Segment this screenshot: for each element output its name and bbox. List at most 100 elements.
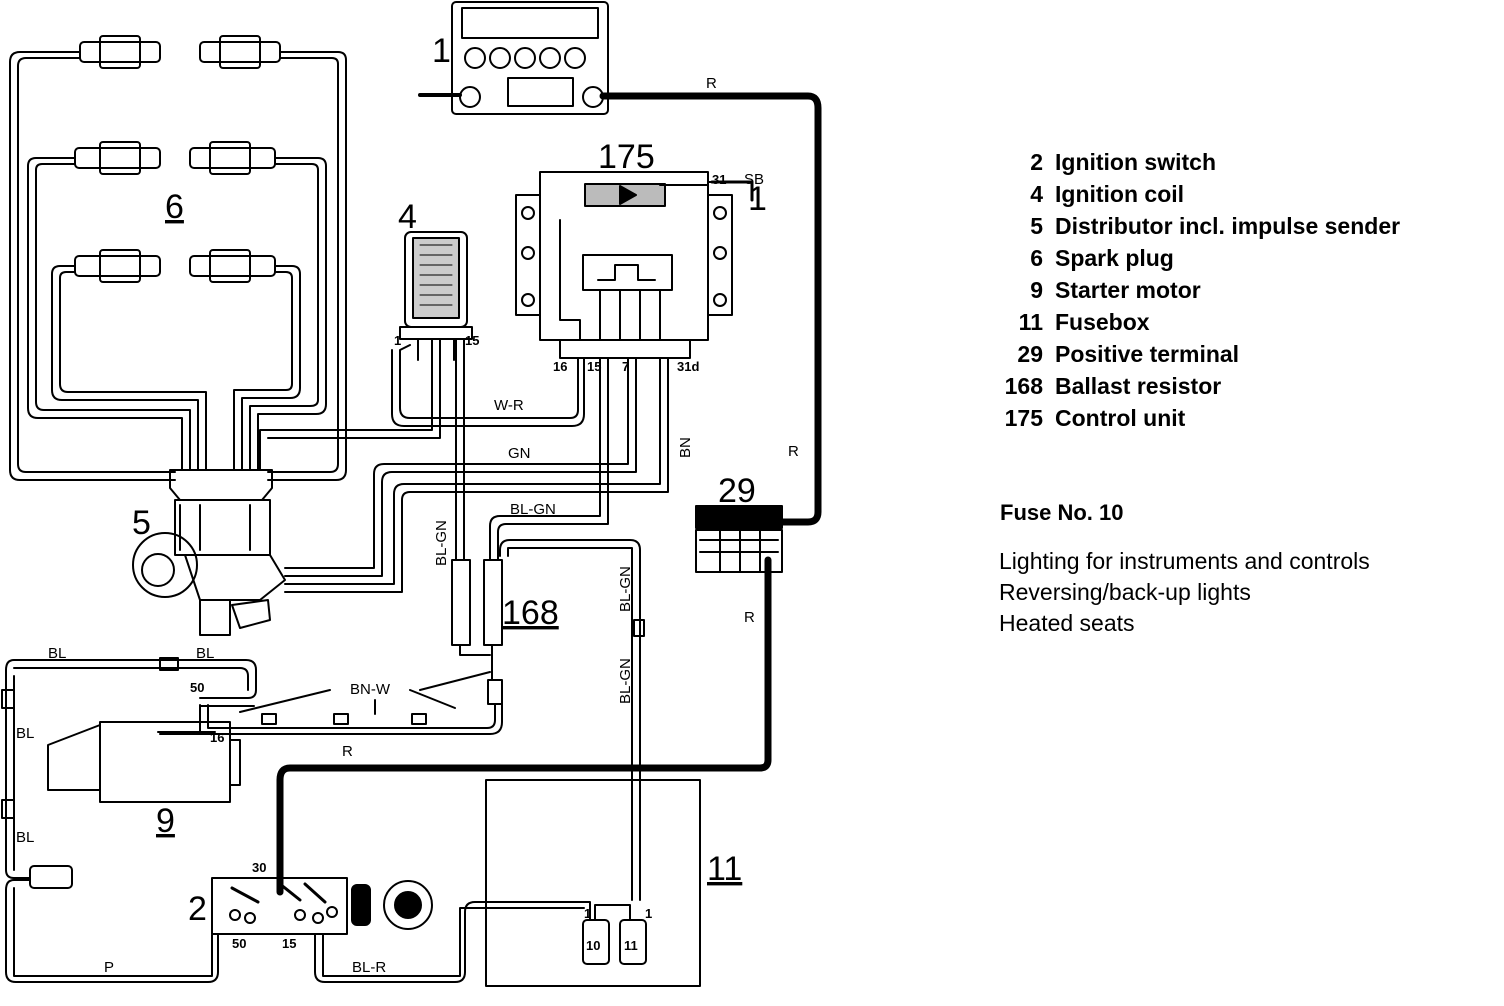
wire-label-sb: SB	[744, 171, 764, 188]
legend-item: 175 Control unit	[990, 402, 1400, 434]
distributor	[132, 469, 286, 636]
wire-bl-r-inner	[322, 907, 585, 977]
wire-bn-w	[159, 671, 503, 735]
term-50-starter: 50	[190, 680, 204, 695]
wire-label-r3: R	[744, 609, 755, 626]
fuse-title: Fuse No. 10	[1000, 500, 1124, 525]
label-1b: 1	[748, 180, 767, 218]
term-7: 7	[622, 359, 629, 374]
wire-label-bl1: BL	[48, 645, 66, 662]
legend-item: 168 Ballast resistor	[990, 370, 1400, 402]
legend-text: Starter motor	[1055, 277, 1201, 303]
spark-plug-row-3	[74, 249, 276, 283]
legend-num: 6	[1030, 245, 1043, 271]
wire-label-r1: R	[706, 75, 717, 92]
wire-p-inner	[13, 887, 213, 977]
wire-label-blr: BL-R	[352, 959, 386, 976]
legend-num: 4	[1030, 181, 1043, 207]
ignition-switch	[211, 877, 433, 935]
term-31d: 31d	[677, 359, 699, 374]
wire-label-bn: BN	[677, 437, 694, 458]
label-6: 6	[165, 188, 184, 226]
fuse-term-1a: 1	[584, 906, 591, 921]
wire-label-p: P	[104, 959, 114, 976]
legend-text: Fusebox	[1055, 309, 1150, 335]
legend-text: Distributor incl. impulse sender	[1055, 213, 1401, 239]
term-15: 15	[587, 359, 601, 374]
wire-label-bl4: BL	[16, 829, 34, 846]
label-9: 9	[156, 802, 175, 840]
wire-label-blgn2: BL-GN	[433, 520, 450, 566]
label-4: 4	[398, 198, 417, 236]
legend-num: 2	[1030, 149, 1043, 175]
legend-item: 29 Positive terminal	[990, 338, 1400, 370]
fuse-circuit-item: Lighting for instruments and controls	[999, 548, 1370, 574]
label-29: 29	[718, 472, 756, 510]
term-30: 30	[252, 860, 266, 875]
wire-bl-gn-fusebox	[499, 539, 645, 901]
starter-motor	[47, 704, 241, 803]
wire-label-blgn4: BL-GN	[617, 658, 634, 704]
fuse-circuit-item: Heated seats	[999, 610, 1135, 636]
legend-num: 168	[1004, 373, 1043, 399]
ht-leads	[9, 51, 347, 481]
wire-label-bl2: BL	[196, 645, 214, 662]
legend-text: Ignition switch	[1055, 149, 1216, 175]
wire-sb	[710, 180, 754, 202]
wire-r-battery	[276, 556, 772, 896]
positive-terminal	[695, 505, 783, 573]
wire-label-bnw: BN-W	[350, 681, 391, 698]
legend-item: 2 Ignition switch	[990, 146, 1400, 178]
fusebox	[485, 779, 701, 987]
fuse-11: 11	[624, 938, 638, 953]
wire-label-r2: R	[788, 443, 799, 460]
wire-label-r4: R	[342, 743, 353, 760]
component-labels: 1 175 6 4 5 29 168 9 11 2 1	[132, 32, 767, 928]
wire-p	[5, 879, 219, 983]
label-11: 11	[707, 850, 742, 888]
legend-num: 5	[1030, 213, 1043, 239]
ignition-switch-panel	[418, 1, 609, 115]
term-50-switch: 50	[232, 936, 246, 951]
ignition-coil	[399, 231, 473, 361]
legend-num: 29	[1017, 341, 1043, 367]
label-5: 5	[132, 504, 151, 542]
legend-num: 11	[1018, 309, 1043, 335]
wire-label-blgn3: BL-GN	[617, 566, 634, 612]
fuse-circuits: Lighting for instruments and controls Re…	[999, 546, 1370, 639]
term-1: 1	[394, 333, 401, 348]
term-15-switch: 15	[282, 936, 296, 951]
wire-r-main	[599, 92, 822, 526]
legend-text: Spark plug	[1055, 245, 1174, 271]
wire-label-bl3: BL	[16, 725, 34, 742]
fuse-term-1b: 1	[645, 906, 652, 921]
wire-bl-r	[314, 901, 591, 983]
legend-text: Control unit	[1055, 405, 1186, 431]
fuse-10: 10	[586, 938, 600, 953]
legend-item: 11 Fusebox	[990, 306, 1400, 338]
term-15-coil: 15	[465, 333, 479, 348]
legend-text: Ballast resistor	[1055, 373, 1222, 399]
ballast-resistor	[451, 559, 503, 705]
term-31: 31	[712, 172, 726, 187]
legend-item: 5 Distributor incl. impulse sender	[990, 210, 1400, 242]
control-unit	[515, 171, 751, 359]
wire-label-wr: W-R	[494, 397, 524, 414]
label-1: 1	[432, 32, 451, 70]
label-2: 2	[188, 890, 207, 928]
spark-plug-row-2	[74, 141, 276, 175]
wire-label-blgn1: BL-GN	[510, 501, 556, 518]
wire-label-gn: GN	[508, 445, 531, 462]
spark-plug-row-1	[79, 35, 281, 69]
term-16: 16	[553, 359, 567, 374]
legend-text: Positive terminal	[1055, 341, 1240, 367]
term-16-starter: 16	[210, 730, 224, 745]
legend-num: 175	[1004, 405, 1043, 431]
wire-colour-labels: R R R R SB W-R GN BN BL-GN BL-GN BL-GN B…	[16, 75, 799, 976]
terminal-labels: 31 16 15 7 31d 1 15 50 16 30 50 15 1 1 1…	[190, 172, 726, 953]
